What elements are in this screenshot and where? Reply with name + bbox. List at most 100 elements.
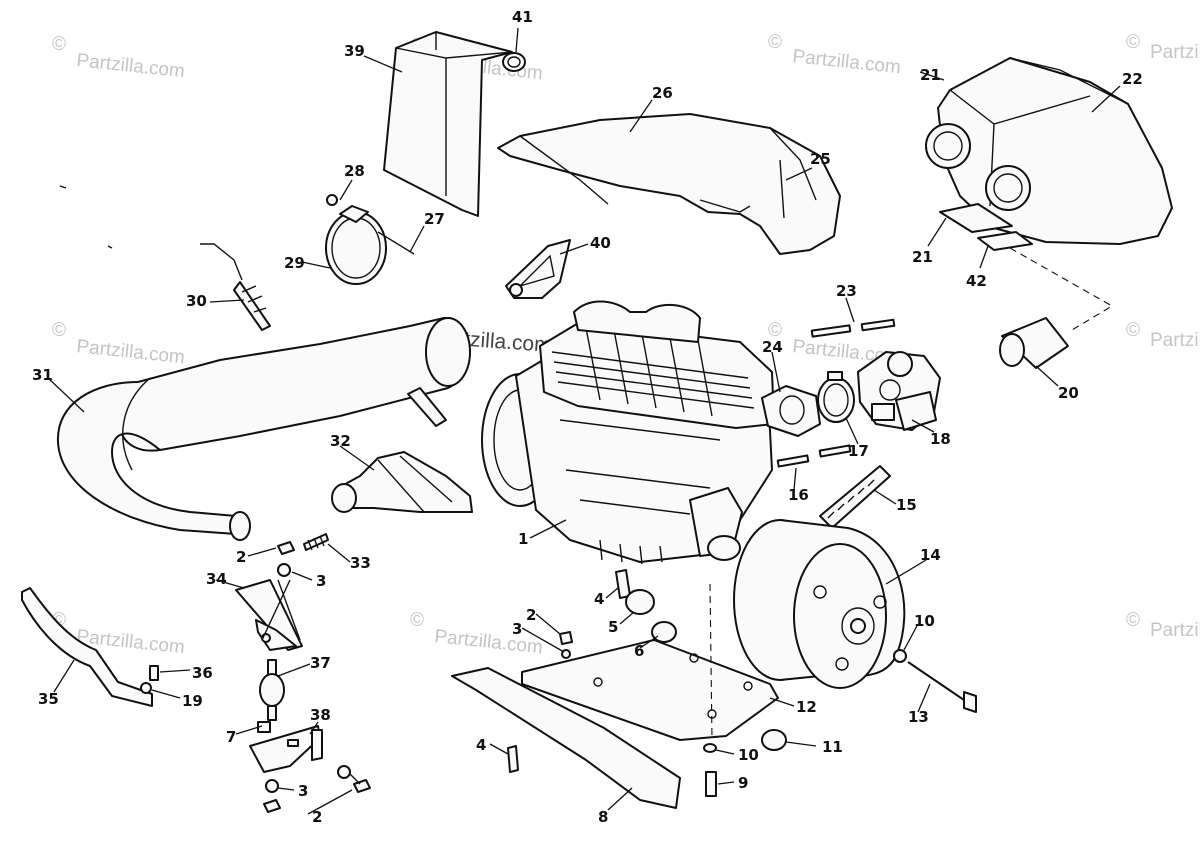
callout-label: 27 — [424, 210, 445, 228]
callout-label: 2 — [526, 606, 536, 624]
fan-shroud-chute — [383, 31, 513, 217]
watermark: Partzilla.com — [791, 46, 901, 78]
clamp-17 — [817, 371, 855, 423]
callout-label: 25 — [810, 150, 831, 168]
callout-label: 20 — [1058, 384, 1079, 402]
callout-label: 5 — [608, 618, 618, 636]
callout-label: 41 — [512, 8, 533, 26]
parts-layer — [21, 31, 1173, 813]
callout-labels: 41 39 26 22 21 28 25 27 29 40 21 42 30 2… — [32, 8, 1143, 826]
mark — [107, 245, 113, 249]
bracket-34 — [235, 579, 303, 651]
watermark: Partzilla.com — [1150, 330, 1200, 351]
watermark: © — [1126, 32, 1140, 53]
leader-lines — [47, 27, 1121, 815]
clutch-bolt-13 — [893, 649, 977, 713]
callout-label: 21 — [912, 248, 933, 266]
alignment-line — [1009, 247, 1114, 331]
callout-label: 22 — [1122, 70, 1143, 88]
watermark: © — [52, 34, 66, 55]
callout-label: 1 — [518, 530, 528, 548]
clamp-41 — [502, 52, 526, 72]
watermark: © — [410, 610, 424, 631]
dowel-pins — [776, 318, 896, 468]
engine-mount-hardware — [615, 569, 677, 643]
callout-label: 38 — [310, 706, 331, 724]
callout-label: 16 — [788, 486, 809, 504]
blower-duct — [497, 113, 841, 255]
callout-label: 28 — [344, 162, 365, 180]
bolt-9 — [703, 583, 717, 797]
callout-label: 7 — [226, 728, 236, 746]
callout-label: 39 — [344, 42, 365, 60]
callout-label: 37 — [310, 654, 331, 672]
bolt-4-lower — [507, 745, 519, 773]
callout-label: 34 — [206, 570, 227, 588]
callout-label: 13 — [908, 708, 929, 726]
silencer-gaskets — [939, 203, 1033, 251]
watermark: © — [768, 320, 782, 341]
callout-label: 10 — [738, 746, 759, 764]
watermark: © — [768, 32, 782, 53]
air-silencer — [925, 57, 1173, 245]
bracket-35 — [21, 587, 153, 707]
callout-label: 8 — [598, 808, 608, 826]
drive-belt-15 — [819, 465, 891, 529]
intake-boot-20 — [999, 317, 1069, 369]
callout-label: 11 — [822, 738, 843, 756]
mark — [59, 185, 67, 189]
callout-label: 33 — [350, 554, 371, 572]
nut-11 — [761, 729, 787, 751]
engine-1 — [481, 300, 775, 565]
nut-washer-upper — [261, 541, 301, 641]
watermark: © — [1126, 320, 1140, 341]
spring-33 — [303, 533, 329, 551]
callout-label: 42 — [966, 272, 987, 290]
callout-label: 21 — [920, 66, 941, 84]
skid-plate-8 — [451, 667, 681, 809]
callout-label: 2 — [236, 548, 246, 566]
engine-bracket-40 — [505, 239, 571, 299]
callout-label: 17 — [848, 442, 869, 460]
callout-label: 3 — [298, 782, 308, 800]
callout-label: 9 — [738, 774, 748, 792]
callout-label: 29 — [284, 254, 305, 272]
callout-label: 3 — [512, 620, 522, 638]
callout-label: 18 — [930, 430, 951, 448]
watermark: Partzilla.com — [75, 50, 185, 82]
watermark: © — [1126, 610, 1140, 631]
callout-label: 2 — [312, 808, 322, 826]
callout-label: 30 — [186, 292, 207, 310]
callout-label: 6 — [634, 642, 644, 660]
watermark: Partzilla.com — [75, 336, 185, 368]
watermark: Partzilla.com — [1150, 620, 1200, 641]
callout-label: 4 — [476, 736, 486, 754]
engine-plate-12 — [521, 639, 779, 741]
callout-label: 36 — [192, 664, 213, 682]
exhaust-muffler — [56, 317, 471, 541]
callout-label: 40 — [590, 234, 611, 252]
watermark: Partzilla.com — [1150, 42, 1200, 63]
exhaust-manifold-32 — [331, 451, 473, 513]
bracket-38 — [249, 721, 323, 773]
callout-label: 10 — [914, 612, 935, 630]
callout-label: 3 — [316, 572, 326, 590]
band-clamp-29 — [325, 194, 415, 285]
intake-flange-24 — [761, 385, 821, 437]
callout-label: 35 — [38, 690, 59, 708]
callout-label: 32 — [330, 432, 351, 450]
screw-36 — [140, 665, 159, 694]
callout-label: 15 — [896, 496, 917, 514]
callout-label: 14 — [920, 546, 941, 564]
drive-clutch-14 — [733, 519, 906, 689]
exhaust-spring-30 — [200, 243, 271, 331]
watermark: © — [52, 320, 66, 341]
callout-label: 19 — [182, 692, 203, 710]
callout-label: 23 — [836, 282, 857, 300]
callout-label: 31 — [32, 366, 53, 384]
callout-label: 26 — [652, 84, 673, 102]
rubber-mount-37 — [259, 659, 285, 721]
callout-label: 24 — [762, 338, 783, 356]
callout-label: 4 — [594, 590, 604, 608]
